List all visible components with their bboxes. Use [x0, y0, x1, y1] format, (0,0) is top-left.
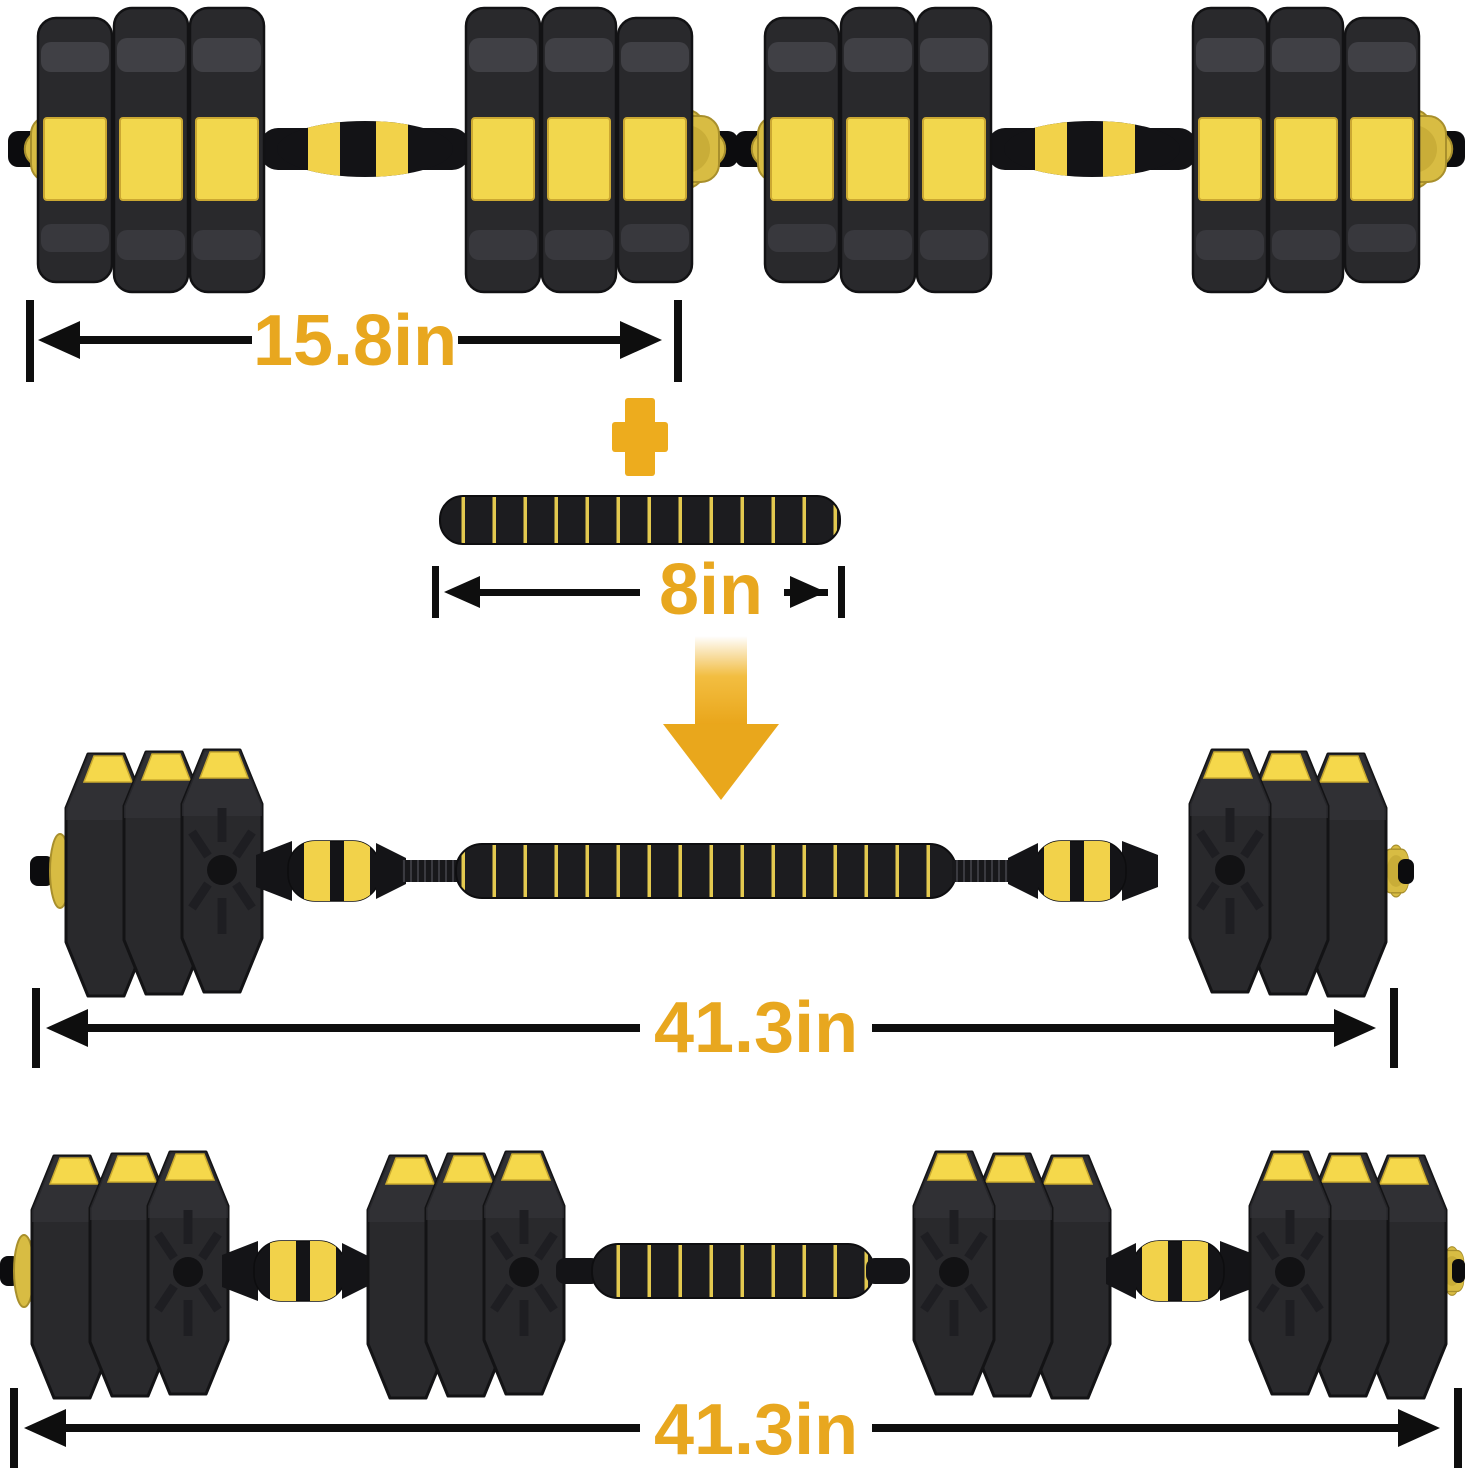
- dumbbell-top-left: [8, 8, 738, 292]
- dim-arrow-right: [1334, 1009, 1376, 1047]
- dim-arrow-left: [24, 1409, 66, 1447]
- dim-end-bar: [1390, 988, 1398, 1068]
- plate-stack-right: [1190, 750, 1386, 996]
- axle-cap: [30, 856, 54, 886]
- barbell-assembled: [30, 750, 1415, 996]
- dim-arrow-left: [444, 576, 480, 608]
- dim-line: [872, 1424, 1406, 1432]
- dim-line: [80, 1024, 640, 1032]
- dim-line: [872, 1024, 1342, 1032]
- plate-stack-left: [66, 750, 262, 996]
- dimension-combo-length: 41.3in: [10, 1388, 1462, 1470]
- dimension-label-connector: 8in: [659, 550, 763, 630]
- dimension-barbell-length: 41.3in: [32, 988, 1398, 1068]
- dumbbell-top-right: [735, 8, 1465, 292]
- handle-grip: [1106, 1241, 1256, 1301]
- dim-end-bar: [674, 300, 682, 382]
- dim-line: [458, 336, 628, 344]
- combo-barbell: [0, 1152, 1465, 1398]
- dim-arrow-left: [38, 321, 80, 359]
- dimension-label-dumbbell: 15.8in: [253, 301, 457, 381]
- dim-line: [58, 1424, 640, 1432]
- dimension-dumbbell-length: 15.8in: [26, 300, 682, 382]
- dim-end-bar: [10, 1388, 18, 1468]
- dim-line: [474, 589, 640, 596]
- bar-neck: [866, 1258, 910, 1284]
- dim-end-bar: [1454, 1388, 1462, 1468]
- axle-cap: [1398, 859, 1414, 884]
- plate-stack-2: [368, 1152, 564, 1398]
- handle-grip: [1008, 841, 1158, 901]
- dim-end-bar: [26, 300, 34, 382]
- foam-sleeve: [455, 843, 957, 899]
- down-arrow-icon: [663, 636, 779, 800]
- handle-grip: [256, 841, 406, 901]
- dim-arrow-right: [1398, 1409, 1440, 1447]
- threaded-rod: [402, 860, 460, 882]
- dim-end-bar: [432, 566, 439, 618]
- plus-icon: [612, 398, 668, 476]
- axle-cap: [1452, 1259, 1465, 1283]
- dim-end-bar: [838, 566, 845, 618]
- plate-stack-3: [914, 1152, 1110, 1398]
- connector-bar: [439, 495, 841, 545]
- handle-grip: [222, 1241, 372, 1301]
- dimension-connector-length: 8in: [432, 550, 845, 630]
- dim-arrow-left: [46, 1009, 88, 1047]
- dim-arrow-right: [620, 321, 662, 359]
- plate-stack-1: [32, 1152, 228, 1398]
- foam-sleeve: [439, 495, 841, 545]
- dimension-label-combo: 41.3in: [654, 1390, 858, 1470]
- dimension-label-barbell: 41.3in: [654, 988, 858, 1068]
- dim-end-bar: [32, 988, 40, 1068]
- dim-line: [72, 336, 252, 344]
- foam-sleeve: [591, 1243, 875, 1299]
- bar-neck: [556, 1258, 600, 1284]
- plate-stack-4: [1250, 1152, 1446, 1398]
- threaded-rod: [952, 860, 1010, 882]
- dim-arrow-right: [790, 576, 826, 608]
